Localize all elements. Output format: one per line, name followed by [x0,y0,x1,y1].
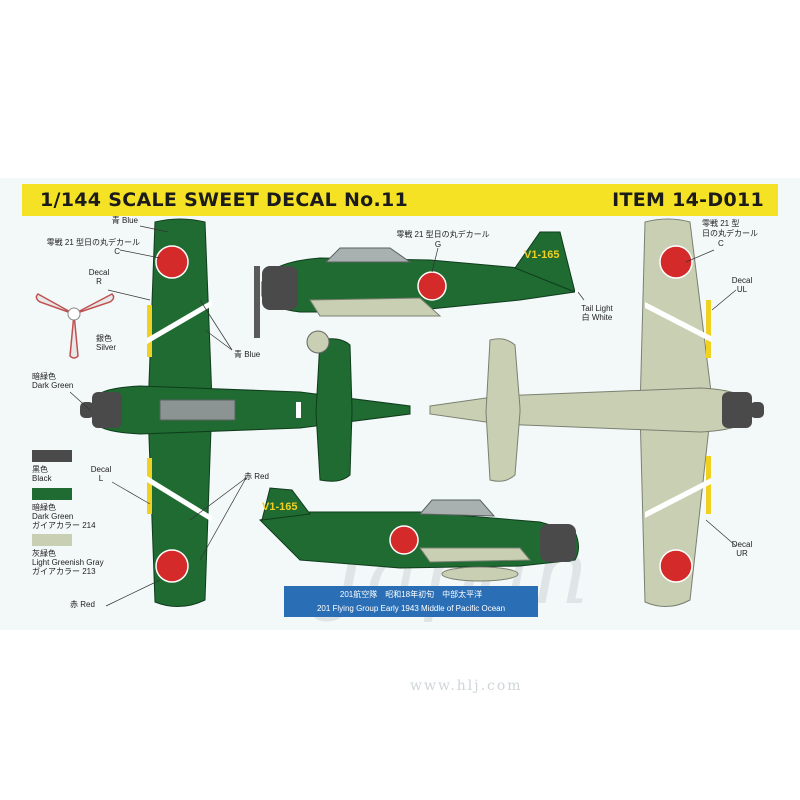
label-dark-green: Dark Green [32,381,74,390]
legend-gray-green: Light Greenish Gray [32,558,104,567]
top-view-canopy [159,399,236,421]
label-decal-ur-1: Decal [731,540,753,549]
caption-box: 201航空隊 昭和18年初旬 中部太平洋 201 Flying Group Ea… [284,586,538,617]
label-decal-r-1: Decal [88,268,110,277]
underside-tailplane [485,338,521,482]
label-decal-c-left-jp: 零戦 21 型日の丸デカール [46,238,140,247]
underside-view-plane [429,218,764,607]
label-decal-c-right-1: 零戦 21 型 [702,219,740,228]
side-upper-wheel [306,330,330,354]
caption-line-en: 201 Flying Group Early 1943 Middle of Pa… [316,604,506,613]
item-number: ITEM 14-D011 [612,189,764,211]
swatch-black [32,450,72,462]
side-upper-fin [514,231,576,293]
hinomaru-bottom [155,549,189,583]
tail-code-lower: V1-165 [262,501,297,513]
label-decal-c-right-3: C [718,239,724,248]
watermark-url: www.hlj.com [410,678,523,694]
yellow-strip-bottom [147,458,152,514]
side-lower-wing [419,547,532,563]
side-lower-fuselage [259,511,579,569]
tail-code-upper: V1-165 [524,249,559,261]
yellow-strip-top [147,305,152,357]
tail-light-mark [575,290,581,293]
side-upper-cowl [262,266,298,310]
label-decal-c-left: C [114,247,120,256]
side-lower-fin [261,487,311,521]
underside-fuselage [429,387,746,433]
legend-gray-green-code: ガイアカラー 213 [32,567,96,576]
label-red-bottom: 赤 Red [70,600,95,609]
label-decal-ul-1: Decal [731,276,753,285]
label-decal-r-2: R [96,277,102,286]
side-view-plane-upper [254,231,581,354]
label-decal-c-right-2: 日の丸デカール [702,229,758,238]
side-lower-canopy [418,499,496,517]
hinomaru-side-upper [417,271,447,301]
legend-gray-green-jp: 灰緑色 [32,549,56,558]
hinomaru-under-top [659,245,693,279]
title-banner: 1/144 SCALE SWEET DECAL No.11 ITEM 14-D0… [22,184,778,216]
legend-black: Black [32,474,52,483]
tail-white-band [296,402,301,418]
label-tail-light-2: 白 White [581,313,613,322]
legend-dark-green: Dark Green [32,512,74,521]
label-blue-mid: 青 Blue [234,350,261,359]
under-white-stripe-top [645,302,711,342]
side-upper-prop [254,266,260,338]
side-lower-cowl [540,524,576,562]
label-silver-jp: 銀色 [96,334,112,343]
swatch-dark-green [32,488,72,500]
caption-line-jp: 201航空隊 昭和18年初旬 中部太平洋 [339,590,483,599]
hinomaru-under-bottom [659,549,693,583]
label-tail-light-1: Tail Light [581,304,613,313]
top-view-plane [80,218,411,607]
top-view-tailplane [315,338,353,482]
legend-dark-green-code: ガイアカラー 214 [32,521,96,530]
under-white-stripe-bottom [645,478,711,518]
label-decal-ur-2: UR [736,549,748,558]
hinomaru-top [155,245,189,279]
underside-spinner [750,402,764,418]
side-view-plane-lower [259,487,579,582]
label-decal-l-2: L [98,474,104,483]
propeller-diagram [35,293,115,359]
legend-black-jp: 黒色 [32,465,48,474]
side-upper-canopy [324,247,412,263]
side-lower-droptank [441,566,519,582]
top-view-fuselage [94,385,411,435]
leader-lines [69,225,737,607]
label-decal-g: G [434,240,442,249]
side-upper-wing [309,297,442,317]
underside-cowl [722,392,752,428]
legend-dark-green-jp: 暗緑色 [32,503,56,512]
label-silver: Silver [96,343,117,352]
label-dark-green-jp: 暗緑色 [32,372,56,381]
label-blue-top: 青 Blue [111,216,138,225]
label-decal-g-jp: 零戦 21 型日の丸デカール [396,230,490,239]
under-yellow-strip-top [706,300,711,358]
sheet-title: 1/144 SCALE SWEET DECAL No.11 [40,189,409,211]
swatch-gray-green [32,534,72,546]
hinomaru-side-lower [389,525,419,555]
white-stripe-top [147,300,212,344]
label-red-mid: 赤 Red [244,472,269,481]
top-view-spinner [80,402,94,418]
label-decal-l-1: Decal [90,465,112,474]
label-decal-ul-2: UL [736,285,748,294]
white-stripe-bottom [147,476,212,522]
top-view-cowl [92,392,122,428]
